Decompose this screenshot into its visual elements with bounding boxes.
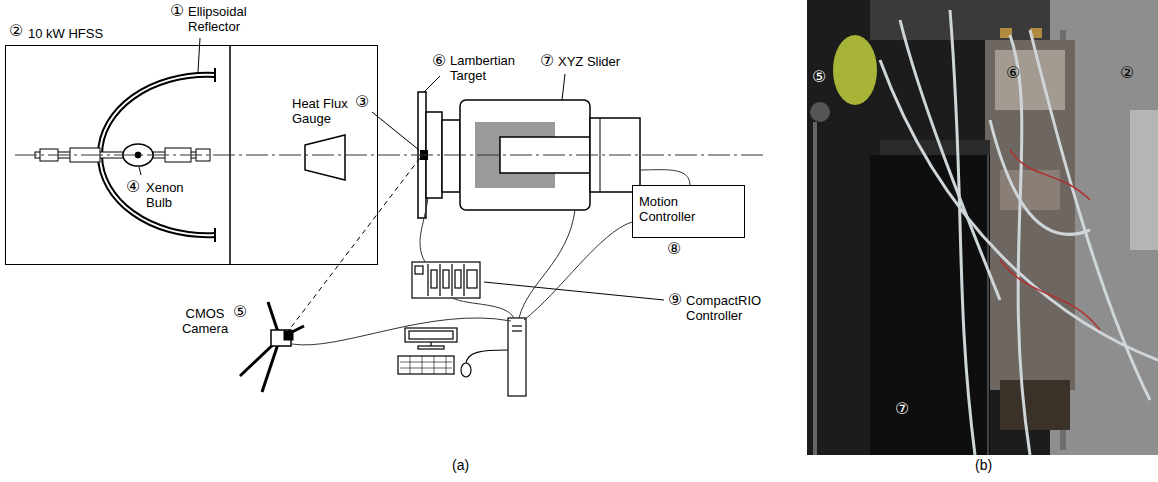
- computer-drawing: [508, 318, 526, 396]
- setup-photo: [1130, 110, 1158, 250]
- computer-drawing: [418, 346, 444, 349]
- light-source-drawing: [214, 228, 216, 242]
- crio-drawing: [427, 264, 428, 296]
- part-label: CompactRIO Controller: [686, 293, 770, 323]
- photo-callout: ②: [1120, 64, 1134, 82]
- cable-wires: [519, 210, 575, 318]
- leader-lines: [139, 167, 141, 175]
- cable-wires: [292, 318, 511, 345]
- photo-callout: ⑥: [1006, 64, 1020, 82]
- setup-photo: [987, 155, 989, 455]
- optical-axis: [15, 155, 765, 156]
- setup-photo: [1010, 150, 1090, 200]
- computer-drawing: [434, 356, 435, 374]
- computer-drawing: [410, 356, 411, 374]
- computer-drawing: [430, 342, 431, 346]
- part-label: Heat Flux Gauge: [292, 96, 354, 126]
- leader-lines: [562, 74, 565, 100]
- crio-drawing: [439, 264, 440, 296]
- callout-number: ②: [9, 22, 23, 40]
- camera-drawing: [286, 158, 420, 334]
- setup-photo: [810, 102, 830, 122]
- computer-drawing: [466, 350, 508, 363]
- crio-drawing: [412, 262, 480, 298]
- setup-photo: [990, 120, 1090, 234]
- computer-drawing: [398, 356, 454, 374]
- light-source-drawing: [214, 68, 216, 82]
- computer-drawing: [405, 328, 457, 342]
- crio-drawing: [455, 270, 461, 288]
- part-label: XYZ Slider: [558, 54, 620, 69]
- controller-box: Motion Controller⑧: [632, 185, 745, 238]
- crio-drawing: [415, 266, 423, 274]
- cable-wires: [420, 198, 428, 262]
- source-housing: ②10 kW HFSS: [5, 45, 378, 265]
- setup-photo: [813, 122, 817, 455]
- computer-drawing: [400, 362, 452, 363]
- part-label: CMOS Camera: [178, 306, 232, 336]
- setup-photo: [807, 0, 1158, 455]
- callout-number: ⑦: [540, 52, 554, 70]
- leader-lines: [424, 76, 440, 92]
- photo-callout: ⑦: [895, 400, 909, 418]
- computer-drawing: [400, 368, 452, 369]
- crio-drawing: [463, 264, 464, 296]
- panel-caption: (b): [975, 458, 992, 473]
- computer-drawing: [446, 356, 447, 374]
- target-and-slider-drawing: [600, 118, 601, 192]
- setup-photo: [900, 20, 1000, 300]
- computer-drawing: [512, 325, 522, 326]
- callout-number: ⑥: [432, 52, 446, 70]
- callout-number: ⑤: [233, 303, 247, 321]
- crio-drawing: [443, 270, 449, 288]
- cable-wires: [292, 170, 690, 345]
- computer-drawing: [461, 363, 471, 377]
- callout-number: ⑧: [667, 240, 681, 258]
- cable-wires: [640, 170, 690, 185]
- crio-drawing: [431, 270, 437, 288]
- camera-drawing: [284, 331, 293, 340]
- part-label: Xenon Bulb: [146, 180, 190, 210]
- setup-photo: [950, 10, 975, 455]
- callout-number: ④: [126, 178, 140, 196]
- target-and-slider-drawing: [442, 120, 460, 192]
- callout-number: ①: [170, 2, 184, 20]
- crio-drawing: [467, 270, 477, 288]
- leader-lines: [198, 38, 200, 72]
- part-label: Lambertian Target: [450, 53, 524, 83]
- crio-drawing: [451, 264, 452, 296]
- callout-number: ③: [355, 93, 369, 111]
- computer-drawing: [398, 318, 526, 396]
- crio-drawing: [412, 262, 480, 298]
- setup-photo: [1010, 35, 1030, 455]
- leader-lines: [372, 112, 419, 150]
- setup-photo: [870, 155, 990, 455]
- setup-photo: [880, 10, 1158, 455]
- setup-photo: [807, 0, 1158, 455]
- setup-photo: [1000, 150, 1100, 330]
- camera-drawing: [240, 158, 420, 392]
- computer-drawing: [512, 330, 522, 331]
- cable-wires: [452, 298, 514, 318]
- cable-wires: [524, 222, 632, 320]
- computer-drawing: [409, 331, 453, 339]
- part-label: Ellipsoidal Reflector: [188, 4, 266, 34]
- box-label: Motion Controller: [639, 194, 711, 224]
- housing-title: 10 kW HFSS: [28, 26, 103, 41]
- setup-photo: [1000, 380, 1070, 430]
- setup-photo: [995, 50, 1065, 110]
- leader-lines: [484, 282, 664, 300]
- photo-callout: ⑤: [812, 68, 826, 86]
- setup-photo: [833, 35, 877, 105]
- callout-number: ⑨: [668, 291, 682, 309]
- setup-photo: [1030, 30, 1150, 400]
- leader-lines: [139, 38, 664, 300]
- setup-photo: [1000, 260, 1100, 330]
- light-source-drawing: [305, 135, 345, 180]
- computer-drawing: [422, 356, 423, 374]
- panel-caption: (a): [452, 458, 469, 473]
